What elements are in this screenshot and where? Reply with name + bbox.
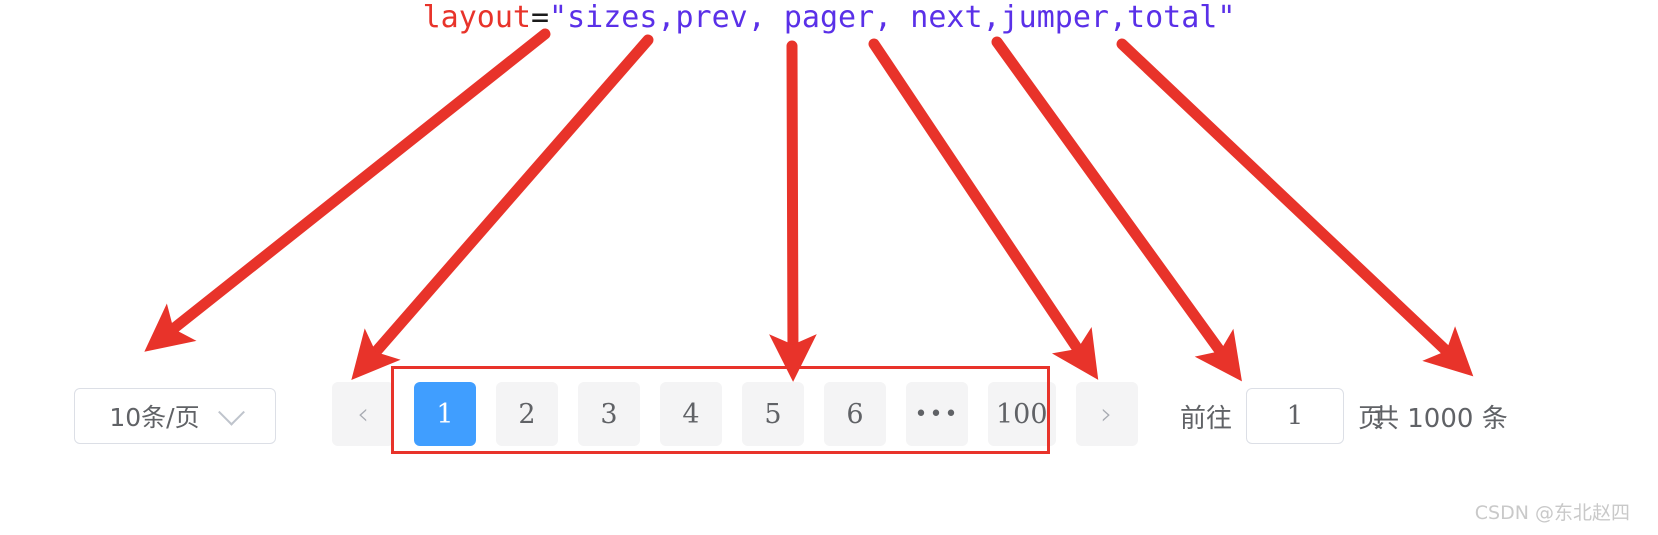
total-count-label: 共 1000 条: [1373, 403, 1508, 434]
arrow-to-pager: [769, 40, 817, 382]
code-equals: =: [530, 0, 550, 35]
page-button-1[interactable]: 1: [414, 382, 476, 446]
jumper-input[interactable]: 1: [1246, 388, 1345, 444]
arrow-to-total: [1116, 38, 1474, 377]
arrow-to-prev: [351, 34, 654, 380]
code-attribute-name: layout: [422, 0, 531, 35]
page-size-value: 10条/页: [109, 403, 200, 432]
page-size-select[interactable]: 10条/页: [74, 388, 276, 444]
code-annotation: layout="sizes,prev, pager, next,jumper,t…: [0, 0, 1658, 36]
page-button-100[interactable]: 100: [988, 382, 1056, 446]
pager-group: ‹ 1 2 3 4 5 6 ••• 100 ›: [322, 382, 1148, 446]
watermark: CSDN @东北赵四: [1474, 502, 1630, 524]
chevron-down-icon: [217, 398, 245, 426]
next-page-button[interactable]: ›: [1075, 382, 1138, 446]
page-ellipsis-button[interactable]: •••: [906, 382, 968, 446]
page-button-2[interactable]: 2: [496, 382, 558, 446]
page-jumper: 前往 1 页: [1180, 388, 1384, 444]
code-attribute-value: "sizes,prev, pager, next,jumper,total": [549, 0, 1236, 35]
jumper-suffix-label: 页: [1358, 403, 1385, 434]
prev-page-button[interactable]: ‹: [332, 382, 394, 446]
arrow-to-sizes: [144, 28, 551, 352]
page-button-5[interactable]: 5: [742, 382, 804, 446]
page-button-3[interactable]: 3: [578, 382, 640, 446]
arrow-to-jumper: [991, 36, 1242, 382]
page-button-6[interactable]: 6: [824, 382, 886, 446]
page-button-4[interactable]: 4: [660, 382, 722, 446]
arrow-to-next: [868, 38, 1099, 380]
jumper-prefix-label: 前往: [1180, 403, 1233, 434]
